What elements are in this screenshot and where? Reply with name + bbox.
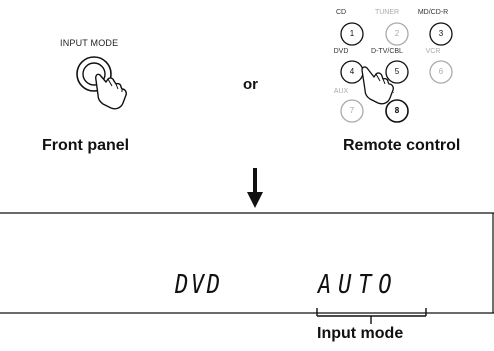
remote-key-label: D-TV/CBL [371,48,403,55]
input-mode-caption: Input mode [317,325,404,342]
remote-key-number: 4 [349,67,355,76]
or-connector: or [243,76,258,93]
remote-key-label: AUX [379,88,395,95]
remote-key-number: 5 [394,67,400,76]
remote-key-label: MD/CD-R [417,9,449,16]
down-arrow-icon [247,168,263,208]
pressing-hand-icon [95,73,127,110]
remote-key-number: 7 [349,106,355,115]
remote-key-label: DVD [333,48,349,55]
display-input-mode-text: AUTO [318,270,399,300]
display-panel [0,212,494,324]
input-mode-button-label: INPUT MODE [60,38,119,48]
remote-key-label: TUNER [374,9,400,16]
remote-key-number: 6 [438,67,444,76]
front-panel-caption: Front panel [42,137,130,154]
display-input-mode-bracket [316,308,427,324]
remote-key-label: AUX [333,88,349,95]
remote-key-number: 2 [394,29,400,38]
front-panel-button-illustration [76,56,127,110]
remote-control-caption: Remote control [343,137,461,154]
remote-key-label: VCR [425,48,441,55]
remote-key-number: 3 [438,29,444,38]
remote-key-number: 8 [394,106,400,115]
display-source-text: DVD [175,270,223,300]
remote-key-label: CD [335,9,347,16]
remote-key-number: 1 [349,29,355,38]
